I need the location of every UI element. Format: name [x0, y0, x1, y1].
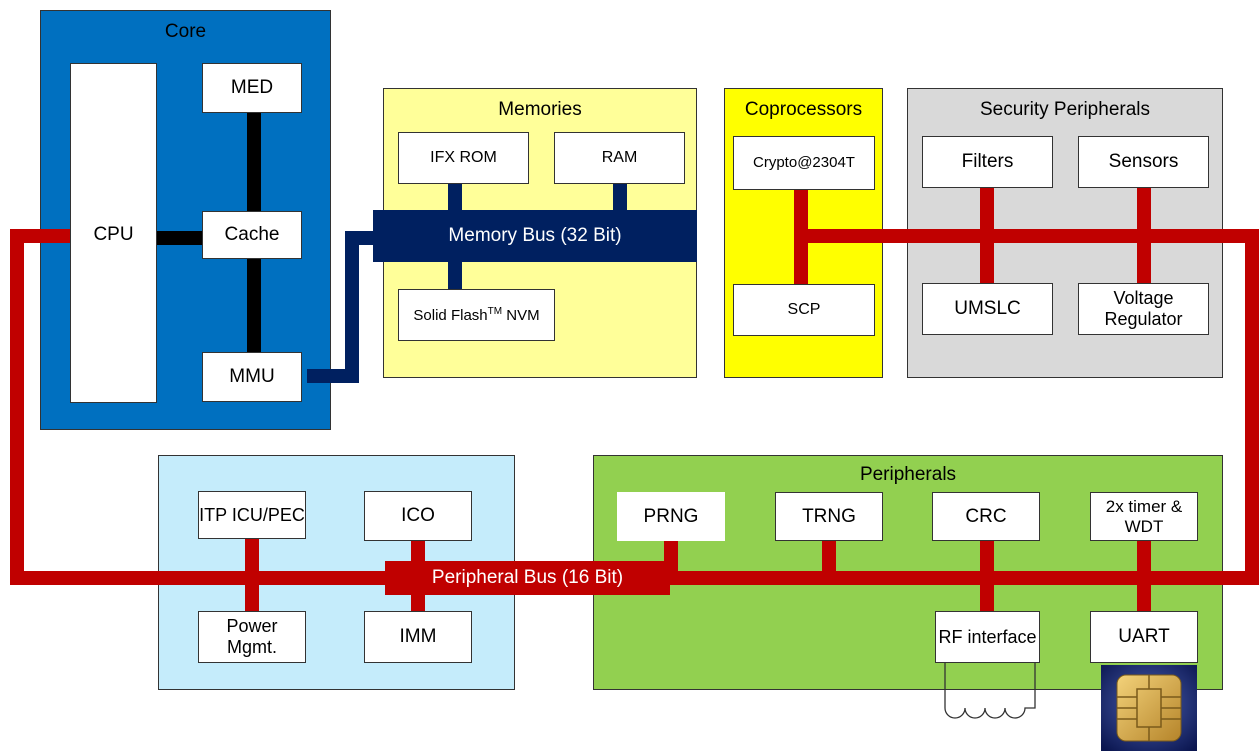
crypto-block: Crypto@2304T	[733, 136, 875, 190]
uart-block: UART	[1090, 611, 1198, 663]
power-mgmt-block: Power Mgmt.	[198, 611, 306, 663]
peripheral-bus-label: Peripheral Bus (16 Bit)	[431, 567, 624, 588]
timer-uart-link	[1137, 540, 1151, 612]
itp-block: ITP ICU/PEC	[198, 491, 306, 539]
trng-label: TRNG	[802, 505, 856, 527]
prng-link	[664, 540, 678, 575]
ifx-rom-block: IFX ROM	[398, 132, 529, 184]
filters-umslc-link	[980, 187, 994, 284]
peripheral-bus-left-rail	[10, 229, 24, 585]
memory-bus-label: Memory Bus (32 Bit)	[448, 225, 622, 246]
cache-label: Cache	[224, 224, 280, 246]
ram-label: RAM	[601, 148, 638, 166]
security-peripherals-title: Security Peripherals	[979, 99, 1151, 120]
rf-interface-block: RF interface	[935, 611, 1040, 663]
peripheral-bus-label-block: Peripheral Bus (16 Bit)	[385, 561, 670, 595]
scp-block: SCP	[733, 284, 875, 336]
sensors-label: Sensors	[1108, 151, 1179, 173]
itp-power-link	[245, 538, 259, 612]
ifx-rom-label: IFX ROM	[430, 148, 497, 166]
uart-label: UART	[1118, 626, 1170, 648]
mmu-label: MMU	[229, 366, 275, 388]
scp-label: SCP	[787, 300, 821, 318]
memory-bus-ram-link	[613, 183, 627, 213]
trng-block: TRNG	[775, 492, 883, 541]
med-label: MED	[230, 77, 274, 99]
crc-label: CRC	[965, 505, 1007, 527]
cpu-label: CPU	[93, 224, 134, 245]
med-cache-link	[247, 112, 261, 212]
memories-title: Memories	[498, 99, 582, 120]
itp-label: ITP ICU/PEC	[199, 504, 305, 525]
memory-bus-ifx-link	[448, 183, 462, 213]
rf-interface-label: RF interface	[938, 626, 1037, 647]
ico-block: ICO	[364, 491, 472, 541]
coprocessor-bus-link	[794, 189, 808, 285]
prng-label: PRNG	[643, 505, 699, 527]
nvm-block: Solid FlashTM NVM	[398, 289, 555, 341]
crc-rf-link	[980, 540, 994, 612]
voltage-regulator-label: Voltage Regulator	[1104, 288, 1183, 329]
timer-wdt-block: 2x timer & WDT	[1090, 492, 1198, 541]
power-mgmt-label: Power Mgmt.	[226, 616, 278, 657]
timer-wdt-label: 2x timer & WDT	[1105, 496, 1183, 536]
mmu-block: MMU	[202, 352, 302, 402]
memory-bus-mmu-link-vertical	[345, 231, 359, 383]
ram-block: RAM	[554, 132, 685, 184]
crc-block: CRC	[932, 492, 1040, 541]
ico-imm-link	[411, 540, 425, 612]
cache-block: Cache	[202, 211, 302, 259]
peripheral-bus-cpu-link	[10, 229, 70, 243]
cpu-block: CPU	[70, 63, 157, 403]
umslc-label: UMSLC	[954, 298, 1021, 320]
ico-label: ICO	[401, 505, 435, 527]
peripheral-bus-right-rail	[1245, 229, 1259, 585]
umslc-block: UMSLC	[922, 283, 1053, 335]
nvm-label: Solid FlashTM NVM	[413, 305, 540, 324]
crypto-label: Crypto@2304T	[753, 154, 855, 172]
smartcard-chip-icon	[1101, 665, 1197, 751]
trng-link	[822, 540, 836, 575]
cache-mmu-link	[247, 258, 261, 353]
coprocessors-title: Coprocessors	[744, 99, 863, 120]
memory-bus-nvm-link	[448, 260, 462, 290]
sensors-regulator-link	[1137, 187, 1151, 284]
imm-block: IMM	[364, 611, 472, 663]
imm-label: IMM	[399, 626, 437, 648]
med-block: MED	[202, 63, 302, 113]
core-title: Core	[164, 21, 207, 42]
filters-label: Filters	[961, 151, 1014, 173]
cpu-cache-link	[156, 231, 202, 245]
voltage-regulator-block: Voltage Regulator	[1078, 283, 1209, 335]
sensors-block: Sensors	[1078, 136, 1209, 188]
filters-block: Filters	[922, 136, 1053, 188]
prng-block: PRNG	[617, 492, 725, 541]
memory-bus-block: Memory Bus (32 Bit)	[373, 210, 697, 262]
peripherals-title: Peripherals	[859, 464, 957, 485]
